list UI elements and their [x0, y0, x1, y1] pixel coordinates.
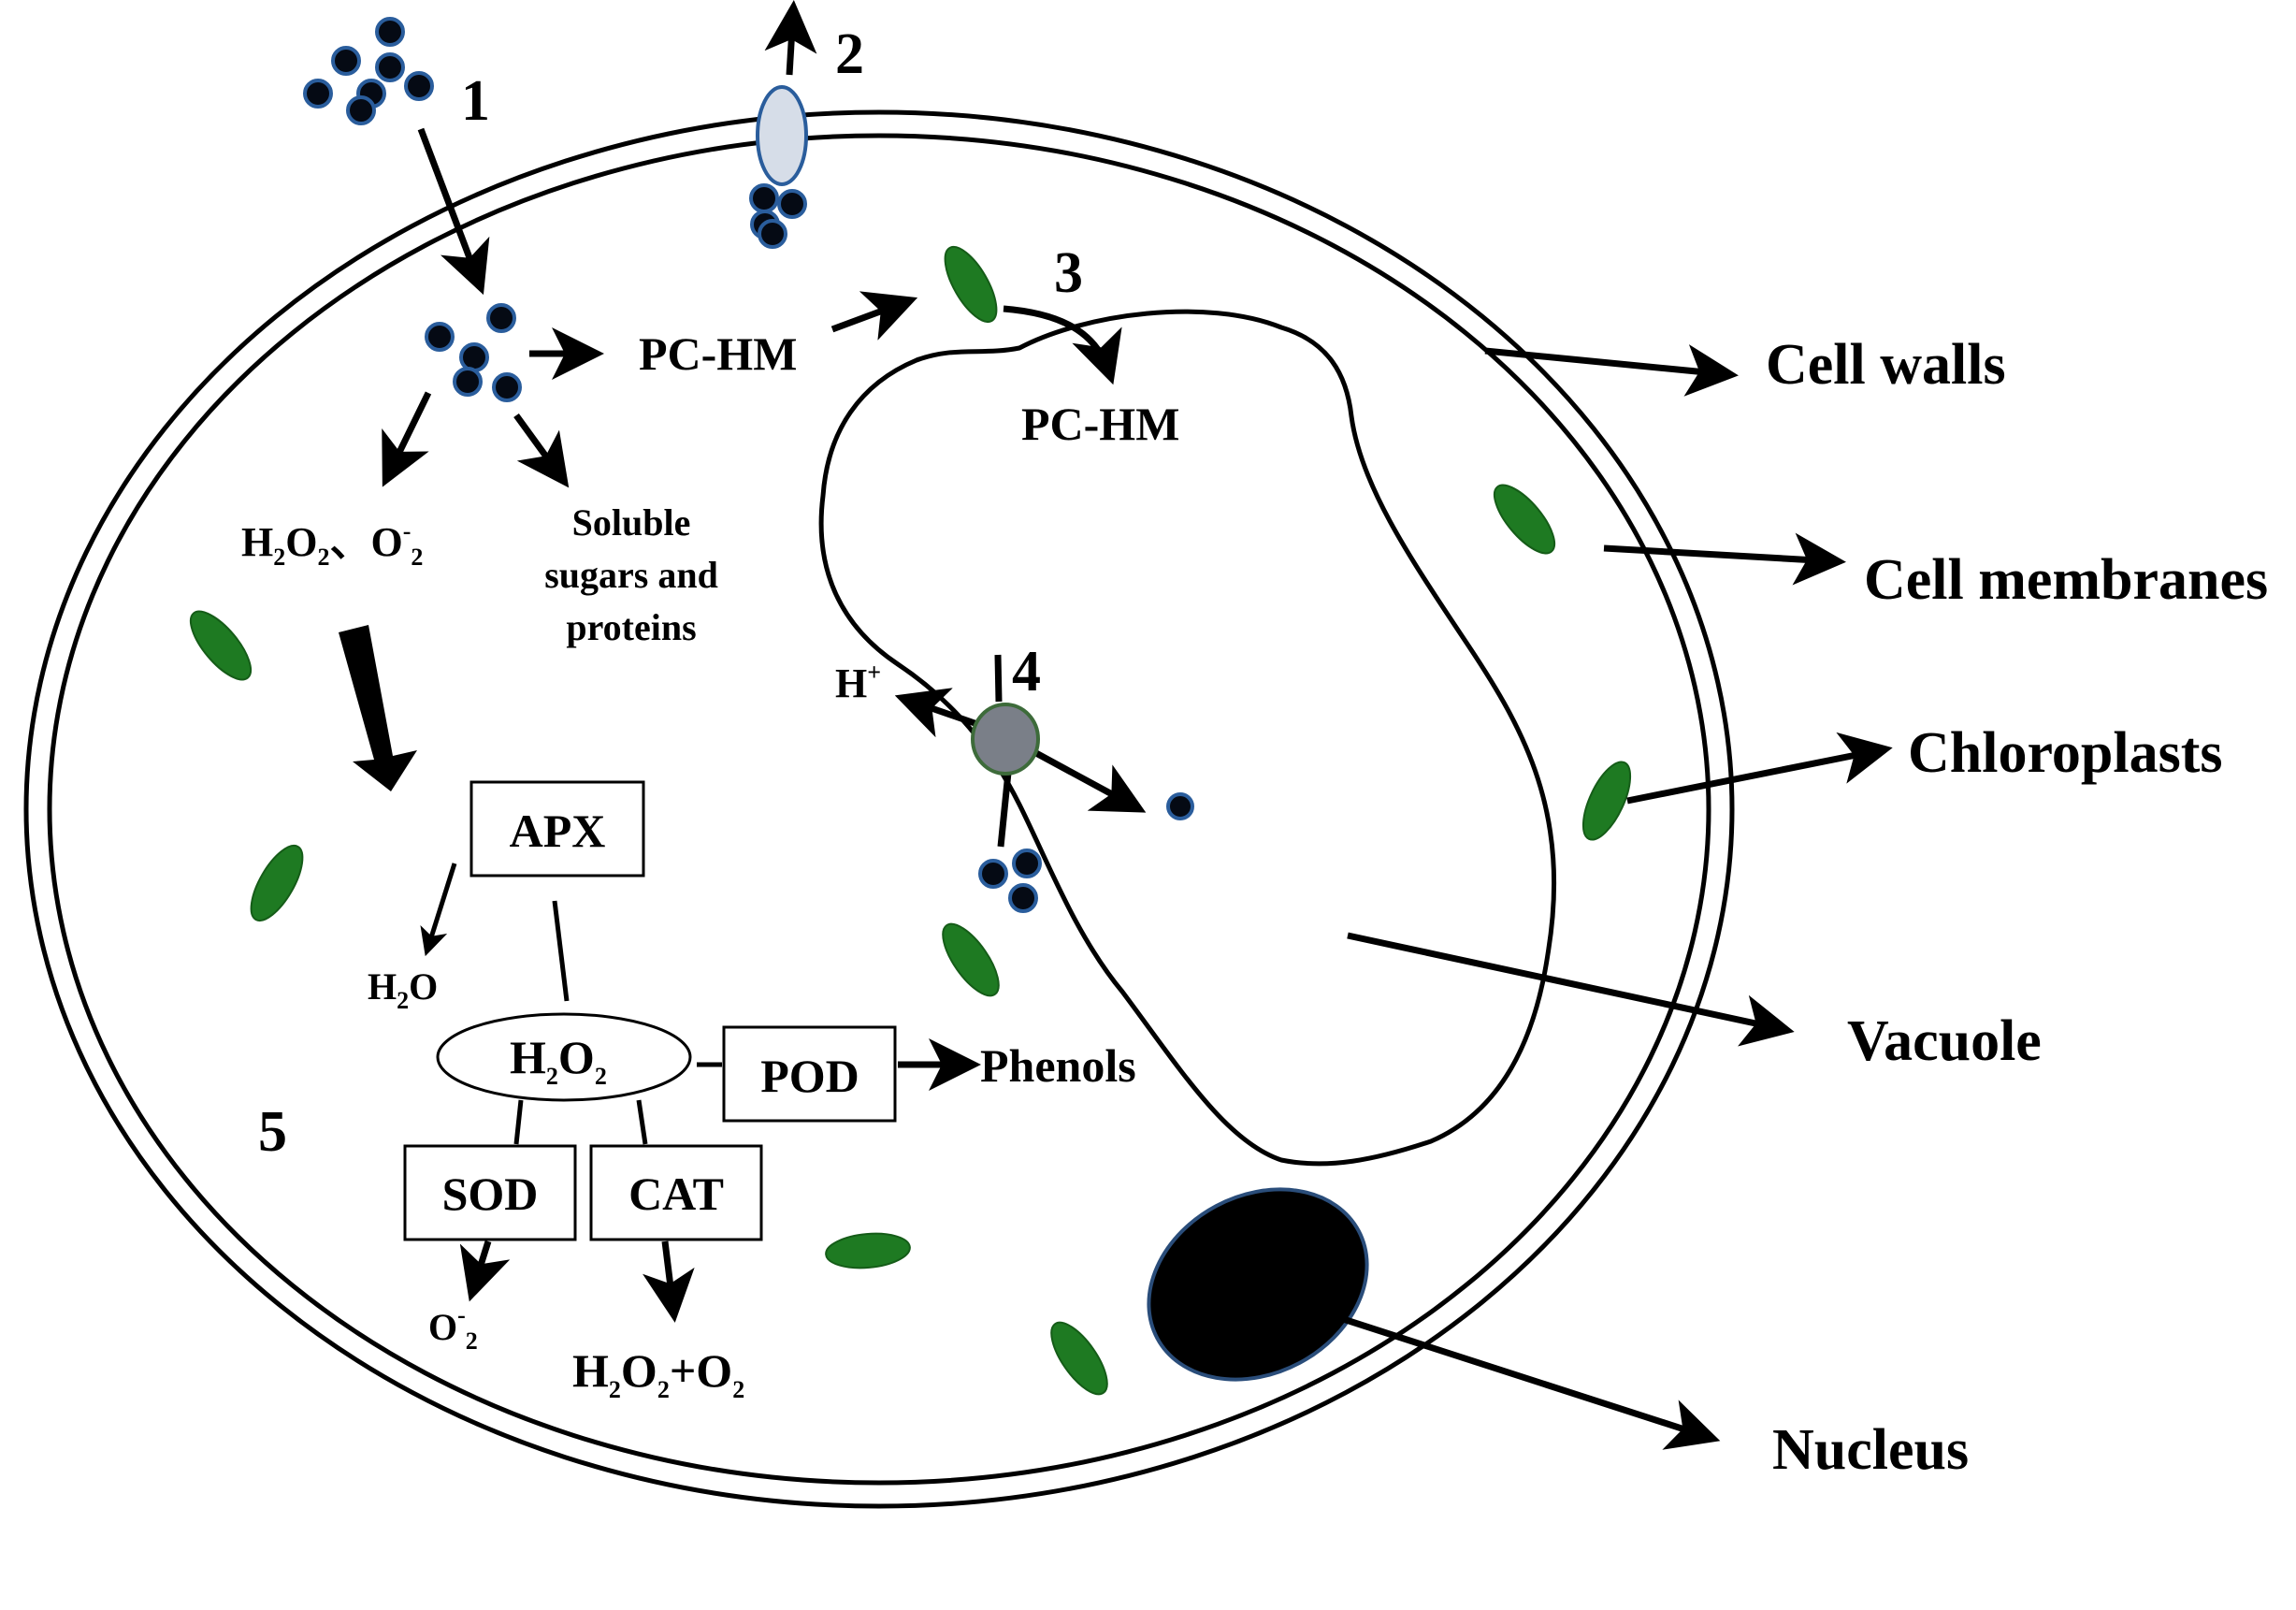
cell-membranes-pointer	[1603, 532, 1846, 586]
svg-text:proteins: proteins	[566, 606, 696, 648]
step-3-label: 3	[1054, 241, 1083, 305]
proton-arrow	[894, 688, 979, 738]
step-1-label: 1	[461, 69, 490, 133]
heavy-metal-cluster-tonoplast	[978, 849, 1042, 913]
heavy-metal-cluster-outside	[303, 17, 434, 125]
step-4-label: 4	[1012, 640, 1041, 703]
apx-connector	[552, 900, 570, 1002]
sod-box	[403, 1144, 577, 1241]
vacuole-label: Vacuole	[1847, 1009, 2042, 1073]
cell-walls-label: Cell walls	[1766, 333, 2006, 397]
cell-membrane	[47, 133, 1711, 1486]
chloroplast	[189, 610, 253, 681]
ros-label: H2O2、O-2	[241, 517, 423, 571]
step-5-label: 5	[258, 1100, 287, 1164]
h2o-label: H2O	[368, 965, 438, 1014]
cell-wall	[23, 109, 1735, 1509]
chloroplast	[1493, 484, 1556, 555]
uptake-arrow	[417, 127, 490, 296]
apx-box	[469, 780, 645, 878]
chloroplast	[942, 922, 1000, 997]
nucleus-pointer	[1336, 1313, 1721, 1450]
superoxide-label: O-2	[428, 1301, 478, 1355]
cat-product-arrow	[643, 1240, 695, 1323]
chloroplast	[944, 246, 998, 323]
arrow-into-vacuole	[1003, 305, 1122, 385]
cat-label: CAT	[628, 1168, 724, 1220]
sod-label: SOD	[442, 1168, 539, 1220]
efflux-arrow	[764, 0, 817, 76]
soluble-sugars-proteins-label: Soluble sugars and proteins	[544, 501, 718, 648]
nucleus	[1147, 1187, 1369, 1382]
sod-product-arrow	[459, 1240, 511, 1302]
vacuole	[818, 309, 1557, 1167]
transporter-post-top	[994, 654, 1003, 703]
tonoplast-antiporter	[971, 703, 1040, 776]
chloroplasts	[189, 246, 1632, 1396]
proton-label: H+	[835, 659, 881, 706]
heavy-metal-cluster-transporter	[749, 183, 807, 249]
h2o2-o2-label: H2O2+O2	[572, 1344, 744, 1403]
cat-connector	[636, 1099, 648, 1145]
arrow-pc-hm-to-vacuole	[830, 291, 918, 341]
arrow-to-soluble	[513, 413, 570, 488]
pc-hm-cytosol-label: PC-HM	[639, 327, 797, 380]
sod-connector	[513, 1099, 524, 1145]
apx-label: APX	[510, 805, 606, 857]
chloroplast	[250, 845, 304, 921]
svg-text:Soluble: Soluble	[572, 501, 691, 544]
arrow-to-ros	[382, 391, 432, 487]
h2o2-node	[436, 1012, 692, 1102]
phenols-label: Phenols	[980, 1039, 1136, 1092]
pc-hm-vacuole-label: PC-HM	[1021, 398, 1179, 450]
pod-label: POD	[760, 1050, 859, 1102]
nucleus-label: Nucleus	[1772, 1418, 1969, 1482]
cell-membranes-label: Cell membranes	[1864, 548, 2268, 612]
step-2-label: 2	[835, 22, 864, 86]
membrane-efflux-transporter	[756, 85, 808, 186]
chloroplast	[1581, 761, 1632, 841]
heavy-metal-ion-vacuole	[1166, 792, 1194, 820]
cat-box	[589, 1144, 763, 1241]
ros-to-antioxidant-arrow	[339, 625, 417, 791]
transporter-post-bottom	[997, 772, 1012, 848]
chloroplasts-pointer	[1626, 732, 1893, 805]
heavy-metal-cluster-cytosol	[425, 303, 522, 402]
ion-into-vacuole-arrow	[1032, 748, 1147, 813]
cell-walls-pointer	[1484, 344, 1739, 397]
apx-to-h2o-arrow	[420, 863, 457, 957]
h2o2-center-label: H2O2	[510, 1031, 607, 1090]
chloroplast	[825, 1232, 911, 1269]
chloroplast	[1050, 1321, 1108, 1396]
vacuole-pointer	[1347, 932, 1795, 1047]
svg-text:sugars and: sugars and	[544, 554, 718, 596]
chloroplasts-label: Chloroplasts	[1908, 721, 2223, 785]
pod-box	[722, 1025, 897, 1123]
